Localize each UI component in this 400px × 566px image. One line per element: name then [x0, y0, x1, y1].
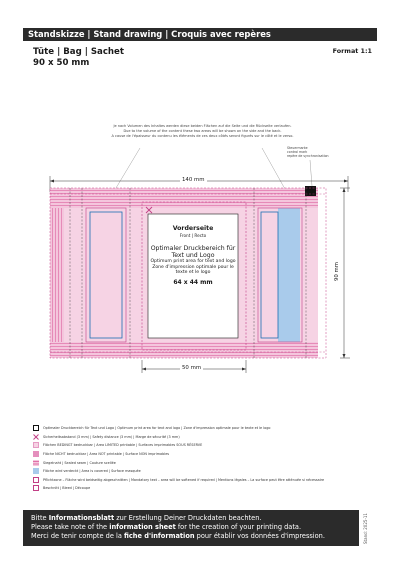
control-mark-de: Steuermarke [287, 146, 308, 150]
volume-note: Je nach Volumen des Inhaltes werden dies… [95, 124, 310, 140]
legend-label: Siegelnaht | Sealed seam | Couture scell… [43, 460, 116, 465]
legend-item: Fläche NICHT bedruckbar | Area NOT print… [33, 450, 373, 459]
sealed-seam-swatch [33, 459, 39, 466]
control-mark-fr: repère de synchronisation [287, 154, 329, 159]
right-panel-print-area [260, 211, 279, 339]
height-dimension-label: 90 mm [334, 259, 342, 284]
right-margin [318, 188, 328, 358]
legend-label: Beschnitt | Bleed | Découpe [43, 486, 91, 491]
left-panel-outline [85, 207, 127, 343]
product-title: Tüte | Bag | Sachet 90 x 50 mm [33, 47, 124, 69]
revision-code: Stand: 2025-11 [362, 513, 372, 546]
outer-cut-line [49, 187, 327, 359]
covered-area [278, 208, 300, 342]
width-dimension-label: 140 mm [180, 177, 207, 184]
control-mark-note: Steuermarke control mark repère de synch… [287, 146, 347, 159]
legend-item: Beschnitt | Bleed | Découpe [33, 484, 373, 493]
legend-label: Fläche wird verdeckt | Area is covered |… [43, 469, 141, 474]
volume-note-en: Due to the volume of the content these t… [123, 129, 282, 134]
top-seal-seam [50, 188, 326, 208]
legend-label: Pflichtzone – Fläche wird beidseitig abg… [43, 477, 325, 482]
front-panel-text: Vorderseite Front | Recto Optimaler Druc… [148, 225, 238, 287]
safety-x-icon [33, 434, 39, 440]
right-panel-outline [257, 207, 303, 343]
front-print-area-de: Optimaler Druckbereich für Text und Logo [150, 245, 236, 259]
control-mark [305, 186, 316, 196]
volume-note-de: Je nach Volumen des Inhaltes werden dies… [113, 124, 292, 128]
legend-item: Optimaler Druckbereich für Text und Logo… [33, 424, 373, 433]
left-panel-print-area [89, 211, 123, 339]
header-bar: Standskizze | Stand drawing | Croquis av… [23, 28, 377, 41]
not-printable-swatch [33, 451, 39, 458]
product-size: 90 x 50 mm [33, 58, 90, 68]
panel-dimension-label: 50 mm [180, 365, 204, 372]
legend: Optimaler Druckbereich für Text und Logo… [33, 424, 373, 493]
left-seal-strip [50, 208, 64, 342]
legend-item: Pflichtzone – Fläche wird beidseitig abg… [33, 476, 373, 485]
legend-label: Optimaler Druckbereich für Text und Logo… [43, 426, 271, 431]
volume-note-fr: A cause de l'épaisseur du contenu les él… [111, 134, 294, 139]
info-footer: Bitte Informationsblatt zur Erstellung D… [23, 510, 359, 546]
revision-code-text: Stand: 2025-11 [362, 513, 368, 544]
safety-distance-mark [145, 206, 153, 214]
legend-label: Fläche NICHT bedruckbar | Area NOT print… [43, 452, 170, 457]
legend-label: Sicherheitsabstand (3 mm) | Safety dista… [43, 434, 180, 439]
front-print-area-fr: Zone d'impression optimale pour le texte… [152, 264, 234, 276]
product-type: Tüte | Bag | Sachet [33, 47, 124, 57]
legend-item: Siegelnaht | Sealed seam | Couture scell… [33, 458, 373, 467]
footer-line-fr: Merci de tenir compte de la fiche d'info… [31, 532, 325, 540]
mandatory-zone-swatch [33, 476, 39, 483]
legend-item: Flächen BEDINGT bedruckbar | Area LIMITE… [33, 441, 373, 450]
format-label: Format 1:1 [332, 47, 372, 55]
front-print-area-en: Optimum print area for text and logo [150, 259, 236, 264]
leader-line-mark [309, 159, 313, 187]
covered-area-swatch [33, 468, 39, 475]
limited-area-swatch [33, 442, 39, 449]
footer-line-en: Please take note of the information shee… [31, 523, 302, 531]
header-title: Standskizze | Stand drawing | Croquis av… [28, 29, 271, 39]
control-mark-en: control mark [287, 150, 308, 155]
front-panel-print-area [147, 213, 239, 339]
bag-drawing [49, 147, 350, 373]
front-print-area-size: 64 x 44 mm [173, 278, 213, 286]
footer-line-de: Bitte Informationsblatt zur Erstellung D… [31, 514, 262, 522]
legend-item: Sicherheitsabstand (3 mm) | Safety dista… [33, 433, 373, 442]
bleed-swatch [33, 485, 39, 492]
legend-label: Flächen BEDINGT bedruckbar | Area LIMITE… [43, 443, 203, 448]
optimum-area-swatch [33, 425, 39, 432]
front-title: Vorderseite [172, 225, 214, 232]
legend-item: Fläche wird verdeckt | Area is covered |… [33, 467, 373, 476]
front-subtitle: Front | Recto [179, 233, 207, 238]
